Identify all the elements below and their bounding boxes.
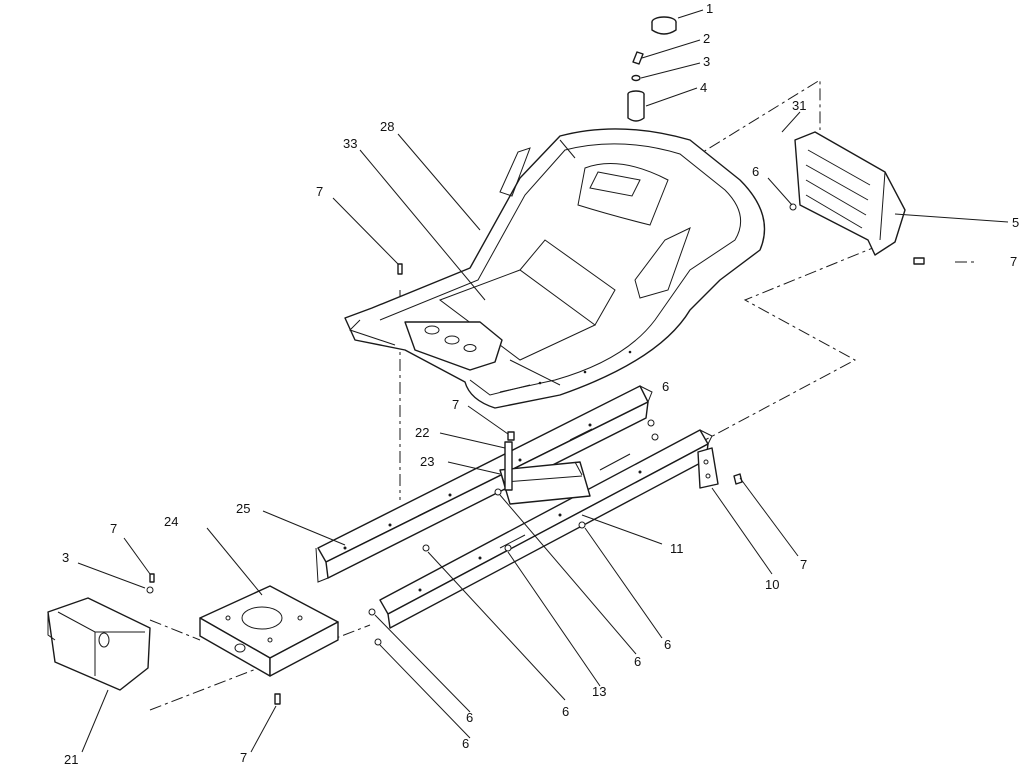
callout-25: 25 [236, 501, 250, 516]
brace-part [504, 441, 513, 491]
callout-3: 3 [62, 550, 69, 565]
tube-part [627, 90, 645, 122]
callout-6: 6 [462, 736, 469, 751]
callout-23: 23 [420, 454, 434, 469]
callout-7: 7 [800, 557, 807, 572]
callout-6: 6 [664, 637, 671, 652]
callout-21: 21 [64, 752, 78, 767]
callout-13: 13 [592, 684, 606, 699]
callout-7: 7 [316, 184, 323, 199]
pin-part [632, 51, 644, 65]
callout-10: 10 [765, 577, 779, 592]
callout-28: 28 [380, 119, 394, 134]
callout-4: 4 [700, 80, 707, 95]
fasteners [146, 203, 925, 705]
callout-7: 7 [240, 750, 247, 765]
callout-6: 6 [662, 379, 669, 394]
cross-member-part [499, 461, 591, 505]
callout-11: 11 [670, 541, 684, 556]
callout-24: 24 [164, 514, 178, 529]
front-bracket-part [47, 597, 151, 691]
callout-31: 31 [792, 98, 806, 113]
rear-panel-part [794, 131, 906, 256]
callout-22: 22 [415, 425, 429, 440]
callout-6: 6 [634, 654, 641, 669]
callout-6: 6 [562, 704, 569, 719]
callout-6: 6 [466, 710, 473, 725]
washer-part [631, 74, 641, 82]
callout-6: 6 [752, 164, 759, 179]
callout-2: 2 [703, 31, 710, 46]
bracket-part [697, 447, 719, 489]
callout-5: 5 [1012, 215, 1019, 230]
callout-labels: 1 2 3 4 31 28 33 7 6 5 7 6 7 22 23 25 24… [62, 1, 1019, 767]
left-frame-rail-part [315, 385, 653, 583]
callout-3: 3 [703, 54, 710, 69]
callout-33: 33 [343, 136, 357, 151]
leader-lines [77, 9, 1009, 753]
knob-part [651, 16, 677, 35]
callout-7: 7 [452, 397, 459, 412]
callout-7: 7 [110, 521, 117, 536]
callout-7: 7 [1010, 254, 1017, 269]
mounting-plate-part [199, 585, 339, 677]
callout-1: 1 [706, 1, 713, 16]
fender-pan-part [344, 128, 766, 409]
